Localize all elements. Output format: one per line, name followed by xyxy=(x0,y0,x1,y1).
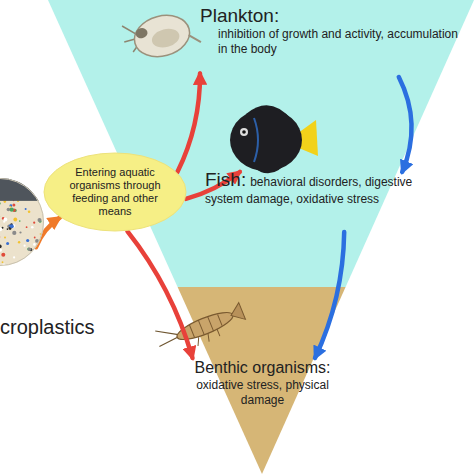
particle-dot xyxy=(1,253,5,257)
particle-dot xyxy=(19,231,21,233)
particle-dot xyxy=(12,231,16,235)
particle-circle xyxy=(0,178,44,266)
particle-dot xyxy=(33,261,36,264)
benthic-illustration xyxy=(153,298,248,360)
flow-arrow xyxy=(128,231,193,358)
particle-dot xyxy=(19,220,21,222)
particle-dot xyxy=(28,248,32,252)
particle-dot xyxy=(10,204,13,207)
particle-dot xyxy=(0,245,2,249)
plankton-illustration-part xyxy=(130,9,194,62)
particle-dot xyxy=(40,233,42,235)
benthic-illustration-part xyxy=(189,313,223,339)
particle-dot xyxy=(10,206,12,208)
particle-dot xyxy=(0,202,1,204)
particle-dot xyxy=(2,261,4,263)
pathway-ellipse: Entering aquatic organisms through feedi… xyxy=(43,152,187,232)
effect-box: Fish:behavioral disorders, digestive sys… xyxy=(205,172,437,232)
particle-dot xyxy=(6,242,9,245)
source-label: croplastics xyxy=(0,316,94,339)
particle-dot xyxy=(28,211,31,214)
effect-box: Benthic organisms:oxidative stress, phys… xyxy=(175,358,350,433)
benthic-illustration-part xyxy=(228,303,246,324)
particle-dot xyxy=(40,258,42,260)
benthic-illustration-part xyxy=(195,329,221,346)
pathway-ellipse-fill xyxy=(44,153,186,231)
particle-dot xyxy=(0,215,1,218)
flow-arrow xyxy=(315,232,344,358)
effect-body: inhibition of growth and activity, accum… xyxy=(200,27,465,57)
flow-arrow xyxy=(177,73,200,172)
particle-dot xyxy=(33,243,36,246)
particle-dot xyxy=(34,237,36,239)
particle-dot xyxy=(27,263,31,267)
particle-dot xyxy=(13,256,15,258)
particle-dot xyxy=(29,262,32,265)
particle-dot xyxy=(7,228,9,230)
plankton-illustration xyxy=(120,7,202,65)
plankton-illustration-part xyxy=(134,27,148,40)
particle-rim xyxy=(0,179,44,266)
particle-dot xyxy=(31,226,34,229)
particle-base xyxy=(0,178,44,266)
effect-box: Plankton:inhibition of growth and activi… xyxy=(200,5,465,77)
particle-dot xyxy=(4,218,8,222)
particle-dot xyxy=(33,222,35,224)
flow-arrow xyxy=(399,77,412,172)
pathway-text: Entering aquatic organisms through feedi… xyxy=(57,166,173,218)
particle-fill xyxy=(0,178,44,267)
particle-dot xyxy=(38,199,40,201)
particle-dot xyxy=(38,218,42,222)
particle-dot xyxy=(4,236,6,238)
particle-dot xyxy=(10,208,14,212)
particle-dot xyxy=(12,204,15,207)
particle-dot xyxy=(36,255,40,259)
particle-dot xyxy=(0,227,2,231)
particle-dot xyxy=(26,226,28,228)
particle-dot xyxy=(10,224,14,228)
effect-heading: Benthic organisms: xyxy=(175,358,350,378)
particle-dot xyxy=(26,239,29,242)
plankton-illustration-part xyxy=(189,32,201,44)
fish-illustration xyxy=(230,105,318,173)
particle-dot xyxy=(0,249,2,252)
pyramid-band xyxy=(48,0,474,474)
source-circle: croplastics xyxy=(0,178,44,266)
fish-illustration-part xyxy=(254,118,258,162)
particle-dot xyxy=(18,241,20,243)
particle-dot xyxy=(24,245,26,247)
fish-illustration-part xyxy=(230,109,302,171)
plankton-illustration-part xyxy=(150,26,182,51)
effect-body: oxidative stress, physical damage xyxy=(175,378,350,408)
particle-dot xyxy=(39,251,43,255)
particle-dot xyxy=(25,208,27,210)
particle-dot xyxy=(0,236,1,238)
benthic-illustration-part xyxy=(153,324,179,347)
particle-cap xyxy=(0,178,44,201)
fish-illustration-part xyxy=(240,128,248,136)
fish-illustration-part xyxy=(242,130,246,134)
effect-heading: Fish: xyxy=(205,169,246,190)
water-band xyxy=(48,0,474,287)
effect-heading: Plankton: xyxy=(200,5,465,27)
particle-dot xyxy=(13,218,17,222)
